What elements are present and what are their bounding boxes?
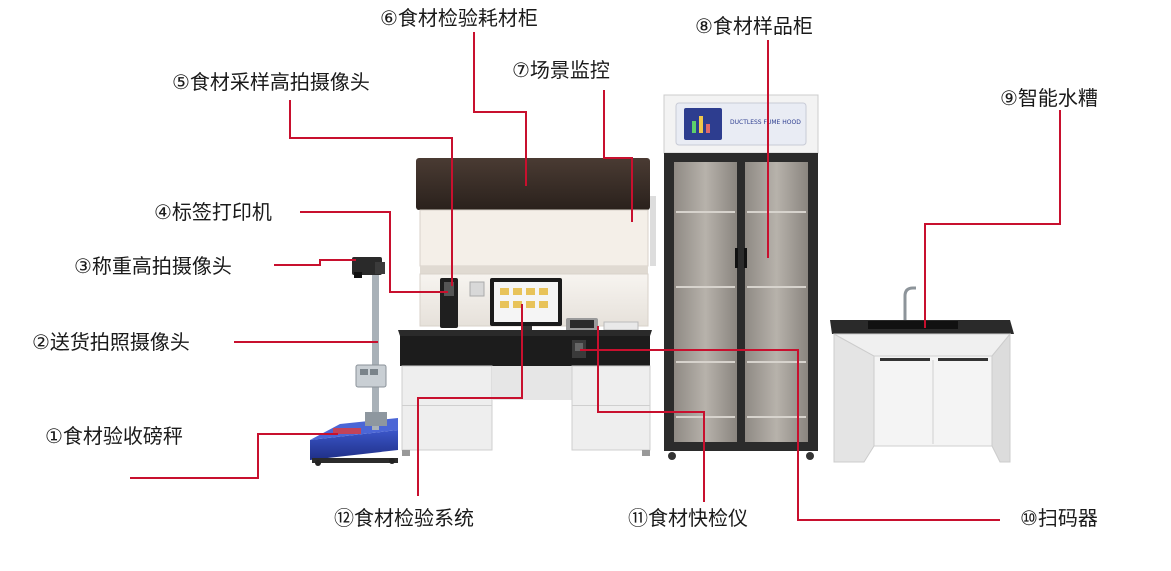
label-delivery-photo-camera: ②送货拍照摄像头: [32, 330, 190, 354]
leader-line-7: [603, 90, 633, 222]
smart-sink: [830, 286, 1014, 463]
leader-line-5: [289, 100, 453, 286]
label-barcode-scanner: ⑩扫码器: [1020, 506, 1098, 530]
leader-line-6: [473, 32, 527, 186]
label-weighing-camera: ③称重高拍摄像头: [74, 254, 232, 278]
inspection-workstation: [398, 158, 656, 456]
leader-line-9: [924, 110, 1061, 328]
camera-stand: [352, 257, 387, 430]
leader-line-10: [580, 349, 1000, 521]
label-sampling-camera: ⑤食材采样高拍摄像头: [172, 70, 370, 94]
leader-line-1: [130, 433, 338, 479]
label-smart-sink: ⑨智能水糟: [1000, 86, 1098, 110]
leader-line-4: [300, 211, 448, 293]
label-sample-cabinet: ⑧食材样品柜: [695, 14, 813, 38]
leader-line-3: [274, 259, 356, 266]
label-receiving-scale: ①食材验收磅秤: [45, 424, 183, 448]
cabinet-brand-text: DUCTLESS FUME HOOD: [730, 119, 801, 126]
label-consumables-cabinet: ⑥食材检验耗材柜: [380, 6, 538, 30]
leader-line-12: [417, 304, 523, 496]
label-scene-monitoring: ⑦场景监控: [512, 58, 610, 82]
sample-cabinet: DUCTLESS FUME HOOD: [663, 94, 819, 460]
label-inspection-system: ⑫食材检验系统: [334, 506, 474, 530]
label-label-printer: ④标签打印机: [154, 200, 272, 224]
leader-lines: [130, 32, 1061, 521]
label-quick-test-device: ⑪食材快检仪: [628, 506, 748, 530]
leader-line-11: [597, 326, 705, 502]
